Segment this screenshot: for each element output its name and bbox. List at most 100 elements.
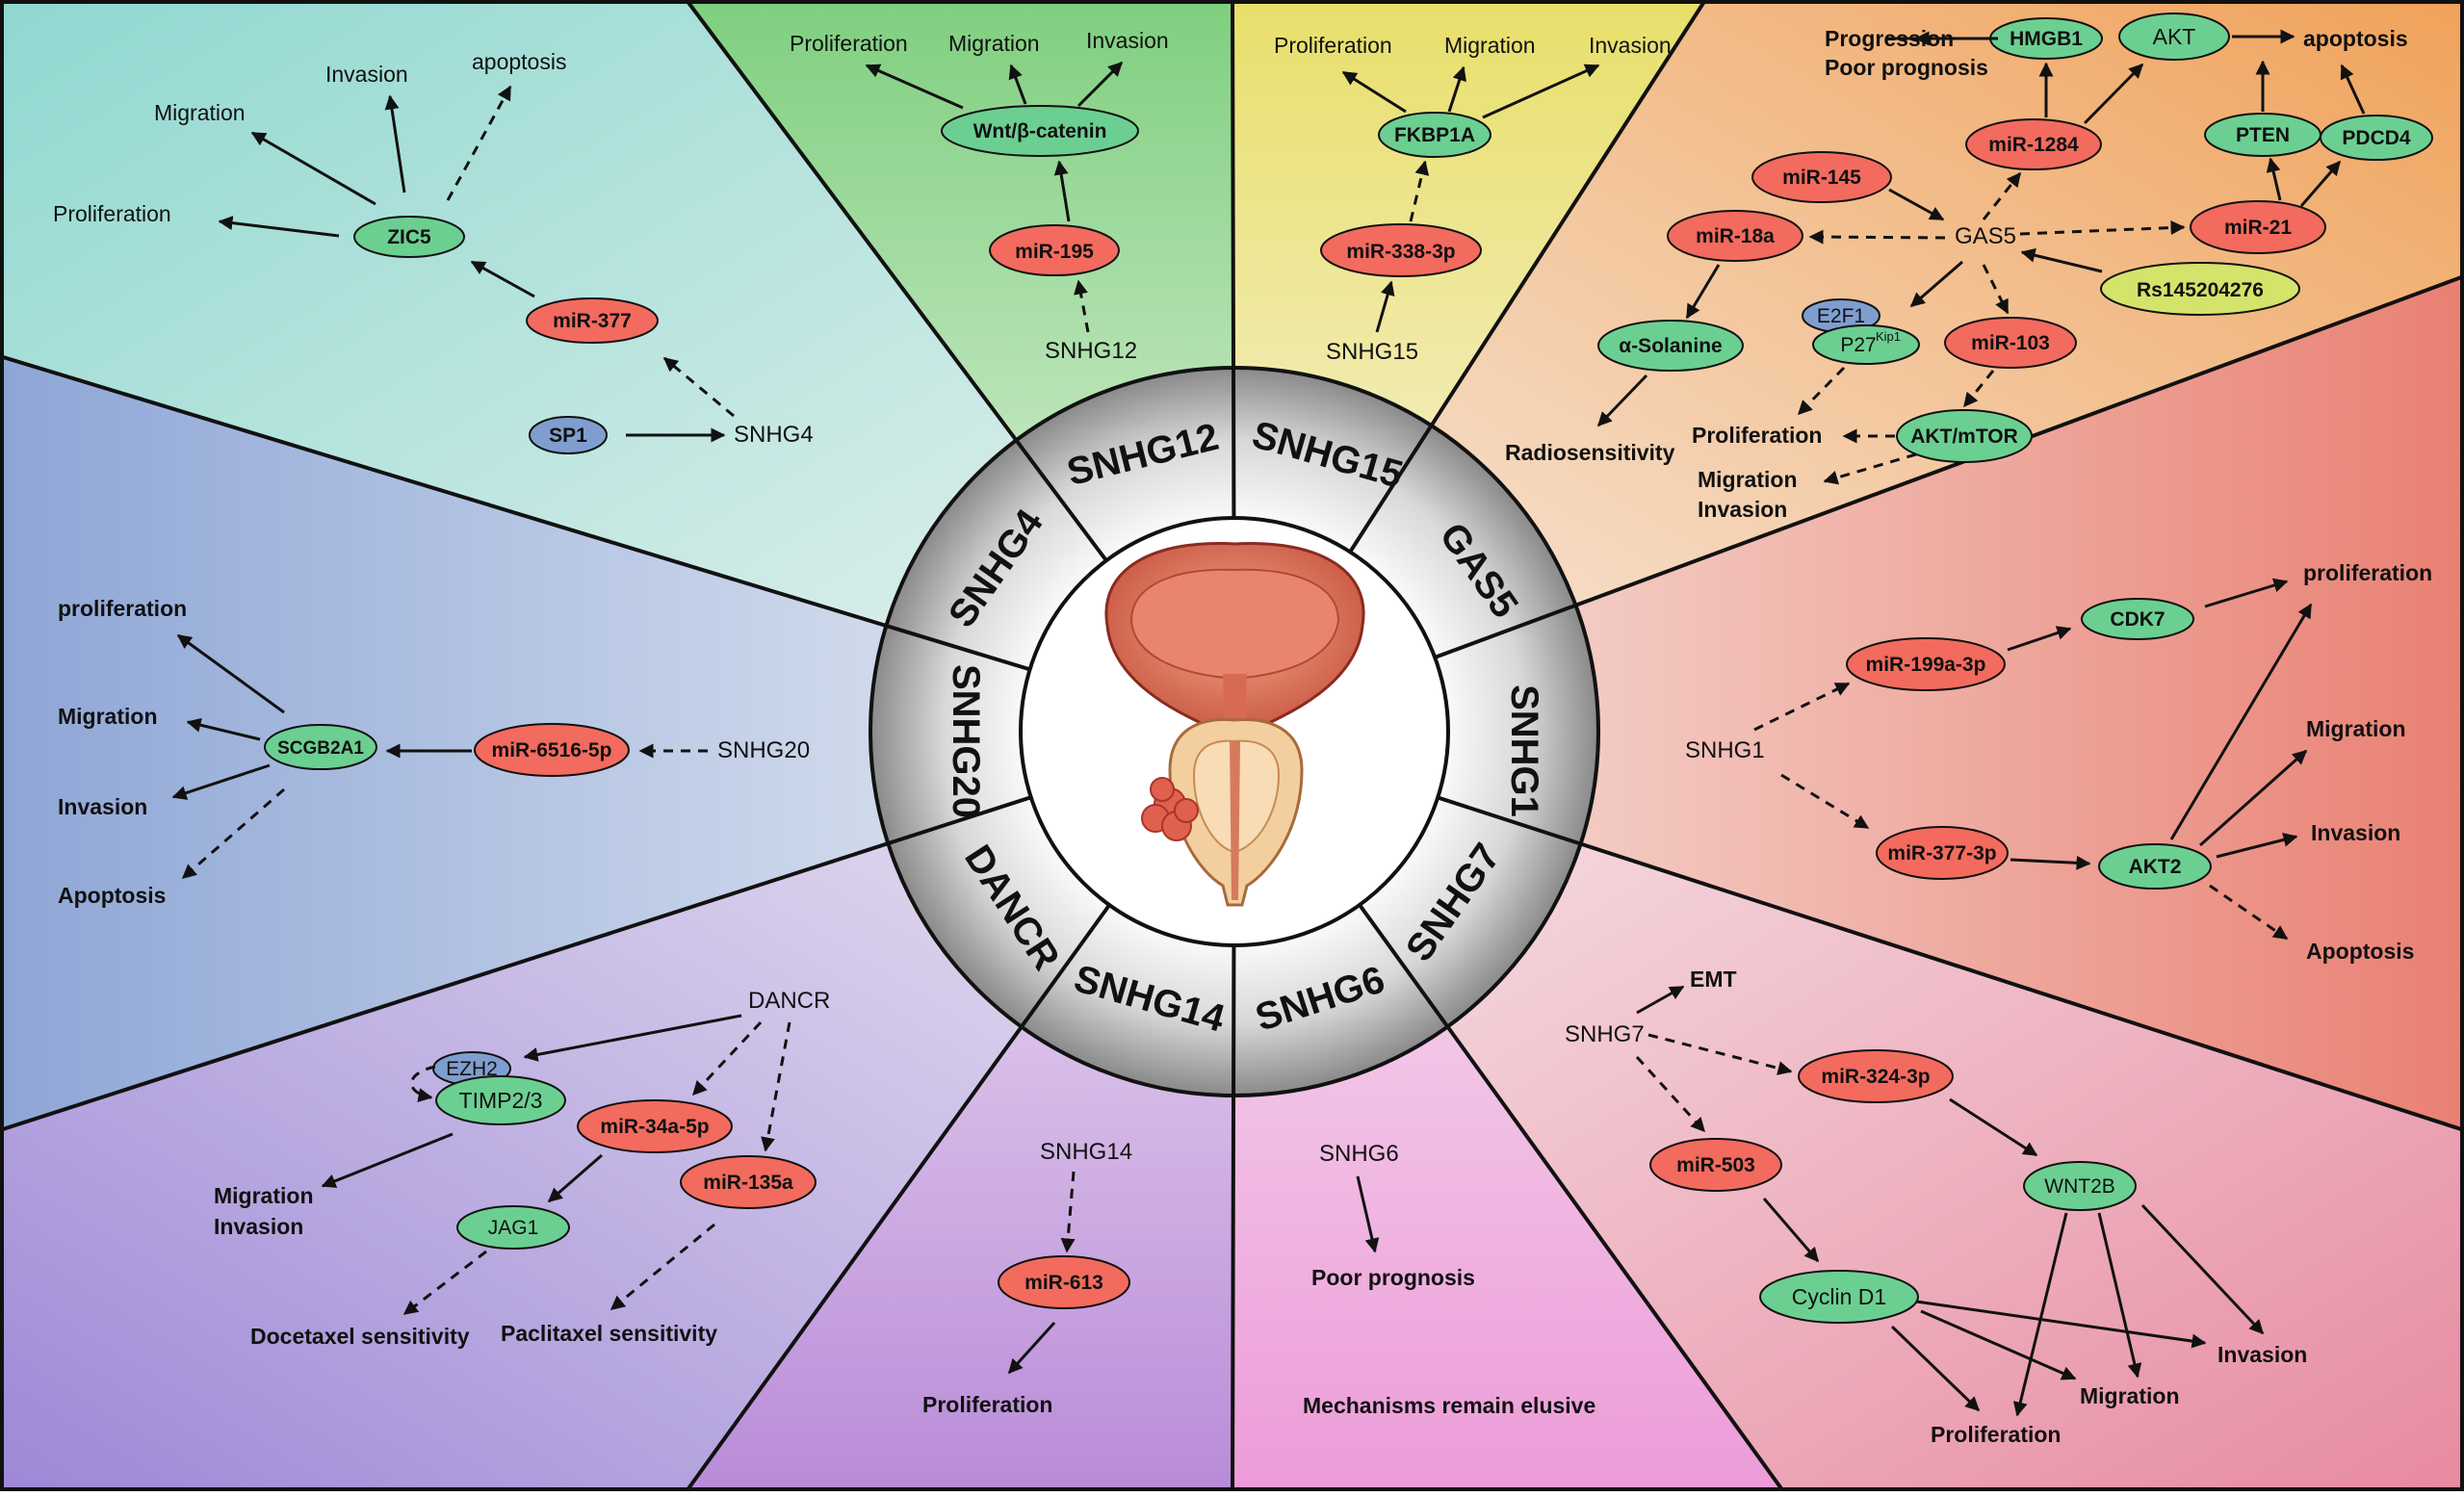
snhg4-out-proliferation: Proliferation: [53, 201, 171, 226]
snhg7-cyclin-node: [1759, 1270, 1919, 1324]
sector-snhg1: [1234, 276, 2464, 1130]
panel-snhg12: Proliferation Migration Invasion Wnt/β-c…: [790, 28, 1169, 364]
snhg20-out-invasion: Invasion: [58, 794, 147, 819]
snhg7-wnt2b-node: [2023, 1161, 2137, 1211]
gas5-snp-label: Rs145204276: [2137, 279, 2264, 301]
snhg15-mir338-label: miR-338-3p: [1346, 241, 1455, 263]
snhg7-emt: EMT: [1690, 967, 1737, 992]
dancr-migration: Migration: [214, 1183, 314, 1208]
snhg20-out-migration: Migration: [58, 704, 158, 729]
snhg14-mir613-label: miR-613: [1025, 1272, 1103, 1294]
snhg4-lnc-label: SNHG4: [734, 422, 814, 448]
gas5-mir18a-label: miR-18a: [1696, 225, 1775, 247]
panel-snhg14: SNHG14 miR-613 Proliferation: [922, 1139, 1132, 1417]
snhg7-mir324-label: miR-324-3p: [1821, 1066, 1930, 1088]
gas5-p27-superscript: Kip1: [1876, 329, 1901, 344]
dancr-docetaxel: Docetaxel sensitivity: [250, 1324, 470, 1349]
snhg12-mir195-label: miR-195: [1015, 241, 1094, 263]
snhg12-wnt-label: Wnt/β-catenin: [973, 120, 1107, 142]
dancr-mir34-label: miR-34a-5p: [600, 1116, 709, 1138]
gas5-aktmtor-node: [1896, 409, 2033, 463]
snhg15-fkbp1a-label: FKBP1A: [1394, 124, 1475, 146]
panel-snhg7: SNHG7 EMT miR-324-3p miR-503 WNT2B Cycli…: [1565, 967, 2307, 1447]
snhg6-note: Mechanisms remain elusive: [1303, 1393, 1595, 1418]
snhg4-mir377-node: [526, 297, 659, 344]
dancr-jag1-node: [456, 1205, 570, 1250]
gas5-hmgb1-label: HMGB1: [2010, 28, 2083, 50]
snhg14-out-proliferation: Proliferation: [922, 1392, 1052, 1417]
snhg4-out-invasion: Invasion: [325, 62, 408, 87]
gas5-lnc-label: GAS5: [1955, 223, 2016, 249]
snhg1-out-apoptosis: Apoptosis: [2306, 939, 2414, 964]
dancr-invasion: Invasion: [214, 1214, 303, 1239]
snhg20-out-apoptosis: Apoptosis: [58, 883, 166, 908]
snhg20-out-proliferation: proliferation: [58, 596, 187, 621]
snhg7-mir324-node: [1798, 1049, 1954, 1103]
gas5-migration: Migration: [1698, 467, 1798, 492]
snhg15-lnc-label: SNHG15: [1326, 339, 1418, 365]
snhg7-mir503-label: miR-503: [1676, 1154, 1755, 1176]
gas5-solanine-label: α-Solanine: [1619, 335, 1722, 357]
gas5-mir145-node: [1751, 151, 1892, 203]
snhg4-mir377-label: miR-377: [553, 310, 632, 332]
snhg4-out-apoptosis: apoptosis: [472, 49, 566, 74]
snhg4-zic5-node: [353, 216, 465, 258]
snhg1-mir377-node: [1876, 826, 2009, 880]
snhg1-cdk7-label: CDK7: [2110, 608, 2165, 631]
dancr-timp-label: TIMP2/3: [459, 1088, 543, 1113]
gas5-p27-node: [1812, 324, 1920, 365]
panel-gas5: Progression Poor prognosis HMGB1 AKT apo…: [1505, 13, 2433, 522]
snhg7-mir503-node: [1649, 1138, 1782, 1192]
panel-dancr: DANCR EZH2 TIMP2/3 miR-34a-5p miR-135a J…: [214, 988, 830, 1349]
snhg1-out-migration: Migration: [2306, 716, 2406, 741]
snhg1-akt2-node: [2098, 843, 2212, 890]
gas5-aktmtor-label: AKT/mTOR: [1910, 426, 2018, 448]
snhg15-out-proliferation: Proliferation: [1274, 33, 1392, 58]
panel-snhg4: Migration Invasion apoptosis Proliferati…: [53, 49, 814, 454]
gas5-invasion: Invasion: [1698, 497, 1787, 522]
ring-label-snhg1: SNHG1: [1503, 684, 1545, 817]
snhg4-zic5-label: ZIC5: [387, 226, 431, 248]
gas5-mir103-label: miR-103: [1971, 332, 2050, 354]
snhg20-scgb2a1-node: [264, 724, 377, 770]
dancr-ezh2-label: EZH2: [446, 1058, 498, 1080]
snhg20-scgb2a1-label: SCGB2A1: [277, 738, 364, 759]
dancr-paclitaxel: Paclitaxel sensitivity: [501, 1321, 717, 1346]
snhg6-lnc-label: SNHG6: [1319, 1141, 1399, 1167]
gas5-snp-node: [2100, 262, 2300, 316]
snhg4-sp1-label: SP1: [549, 425, 587, 447]
gas5-mir103-node: [1944, 317, 2077, 369]
gas5-pdcd4-label: PDCD4: [2342, 127, 2411, 149]
snhg7-cyclin-label: Cyclin D1: [1792, 1284, 1886, 1309]
snhg1-out-proliferation: proliferation: [2303, 560, 2432, 585]
gas5-p27-label: P27: [1840, 334, 1876, 356]
gas5-proliferation: Proliferation: [1692, 423, 1822, 448]
gas5-pten-label: PTEN: [2236, 124, 2290, 146]
snhg15-fkbp1a-node: [1378, 112, 1491, 158]
dancr-lnc-label: DANCR: [748, 988, 830, 1014]
gas5-mir21-node: [2190, 200, 2326, 254]
dancr-timp-node: [435, 1075, 566, 1125]
dancr-mir34-node: [577, 1099, 733, 1153]
gas5-akt-label: AKT: [2153, 24, 2196, 49]
snhg1-akt2-label: AKT2: [2129, 856, 2182, 878]
snhg1-lnc-label: SNHG1: [1685, 737, 1765, 763]
dancr-jag1-label: JAG1: [488, 1217, 539, 1239]
snhg12-lnc-label: SNHG12: [1045, 338, 1137, 364]
gas5-mir18a-node: [1667, 210, 1803, 262]
snhg7-wnt2b-label: WNT2B: [2044, 1175, 2115, 1198]
ring-label-snhg20: SNHG20: [945, 664, 987, 818]
snhg20-lnc-label: SNHG20: [717, 737, 810, 763]
snhg14-lnc-label: SNHG14: [1040, 1139, 1132, 1165]
gas5-mir145-label: miR-145: [1782, 167, 1861, 189]
panel-snhg6: SNHG6 Poor prognosis Mechanisms remain e…: [1303, 1141, 1595, 1418]
gas5-pdcd4-node: [2320, 115, 2433, 161]
snhg14-mir613-node: [998, 1255, 1130, 1309]
snhg1-mir199-node: [1846, 637, 2006, 691]
gas5-mir21-label: miR-21: [2224, 217, 2292, 239]
snhg20-mir-node: [474, 723, 630, 777]
snhg15-mir338-node: [1320, 223, 1482, 277]
snhg15-out-migration: Migration: [1444, 33, 1536, 58]
snhg12-mir195-node: [989, 224, 1120, 276]
snhg4-sp1-node: [529, 416, 608, 454]
